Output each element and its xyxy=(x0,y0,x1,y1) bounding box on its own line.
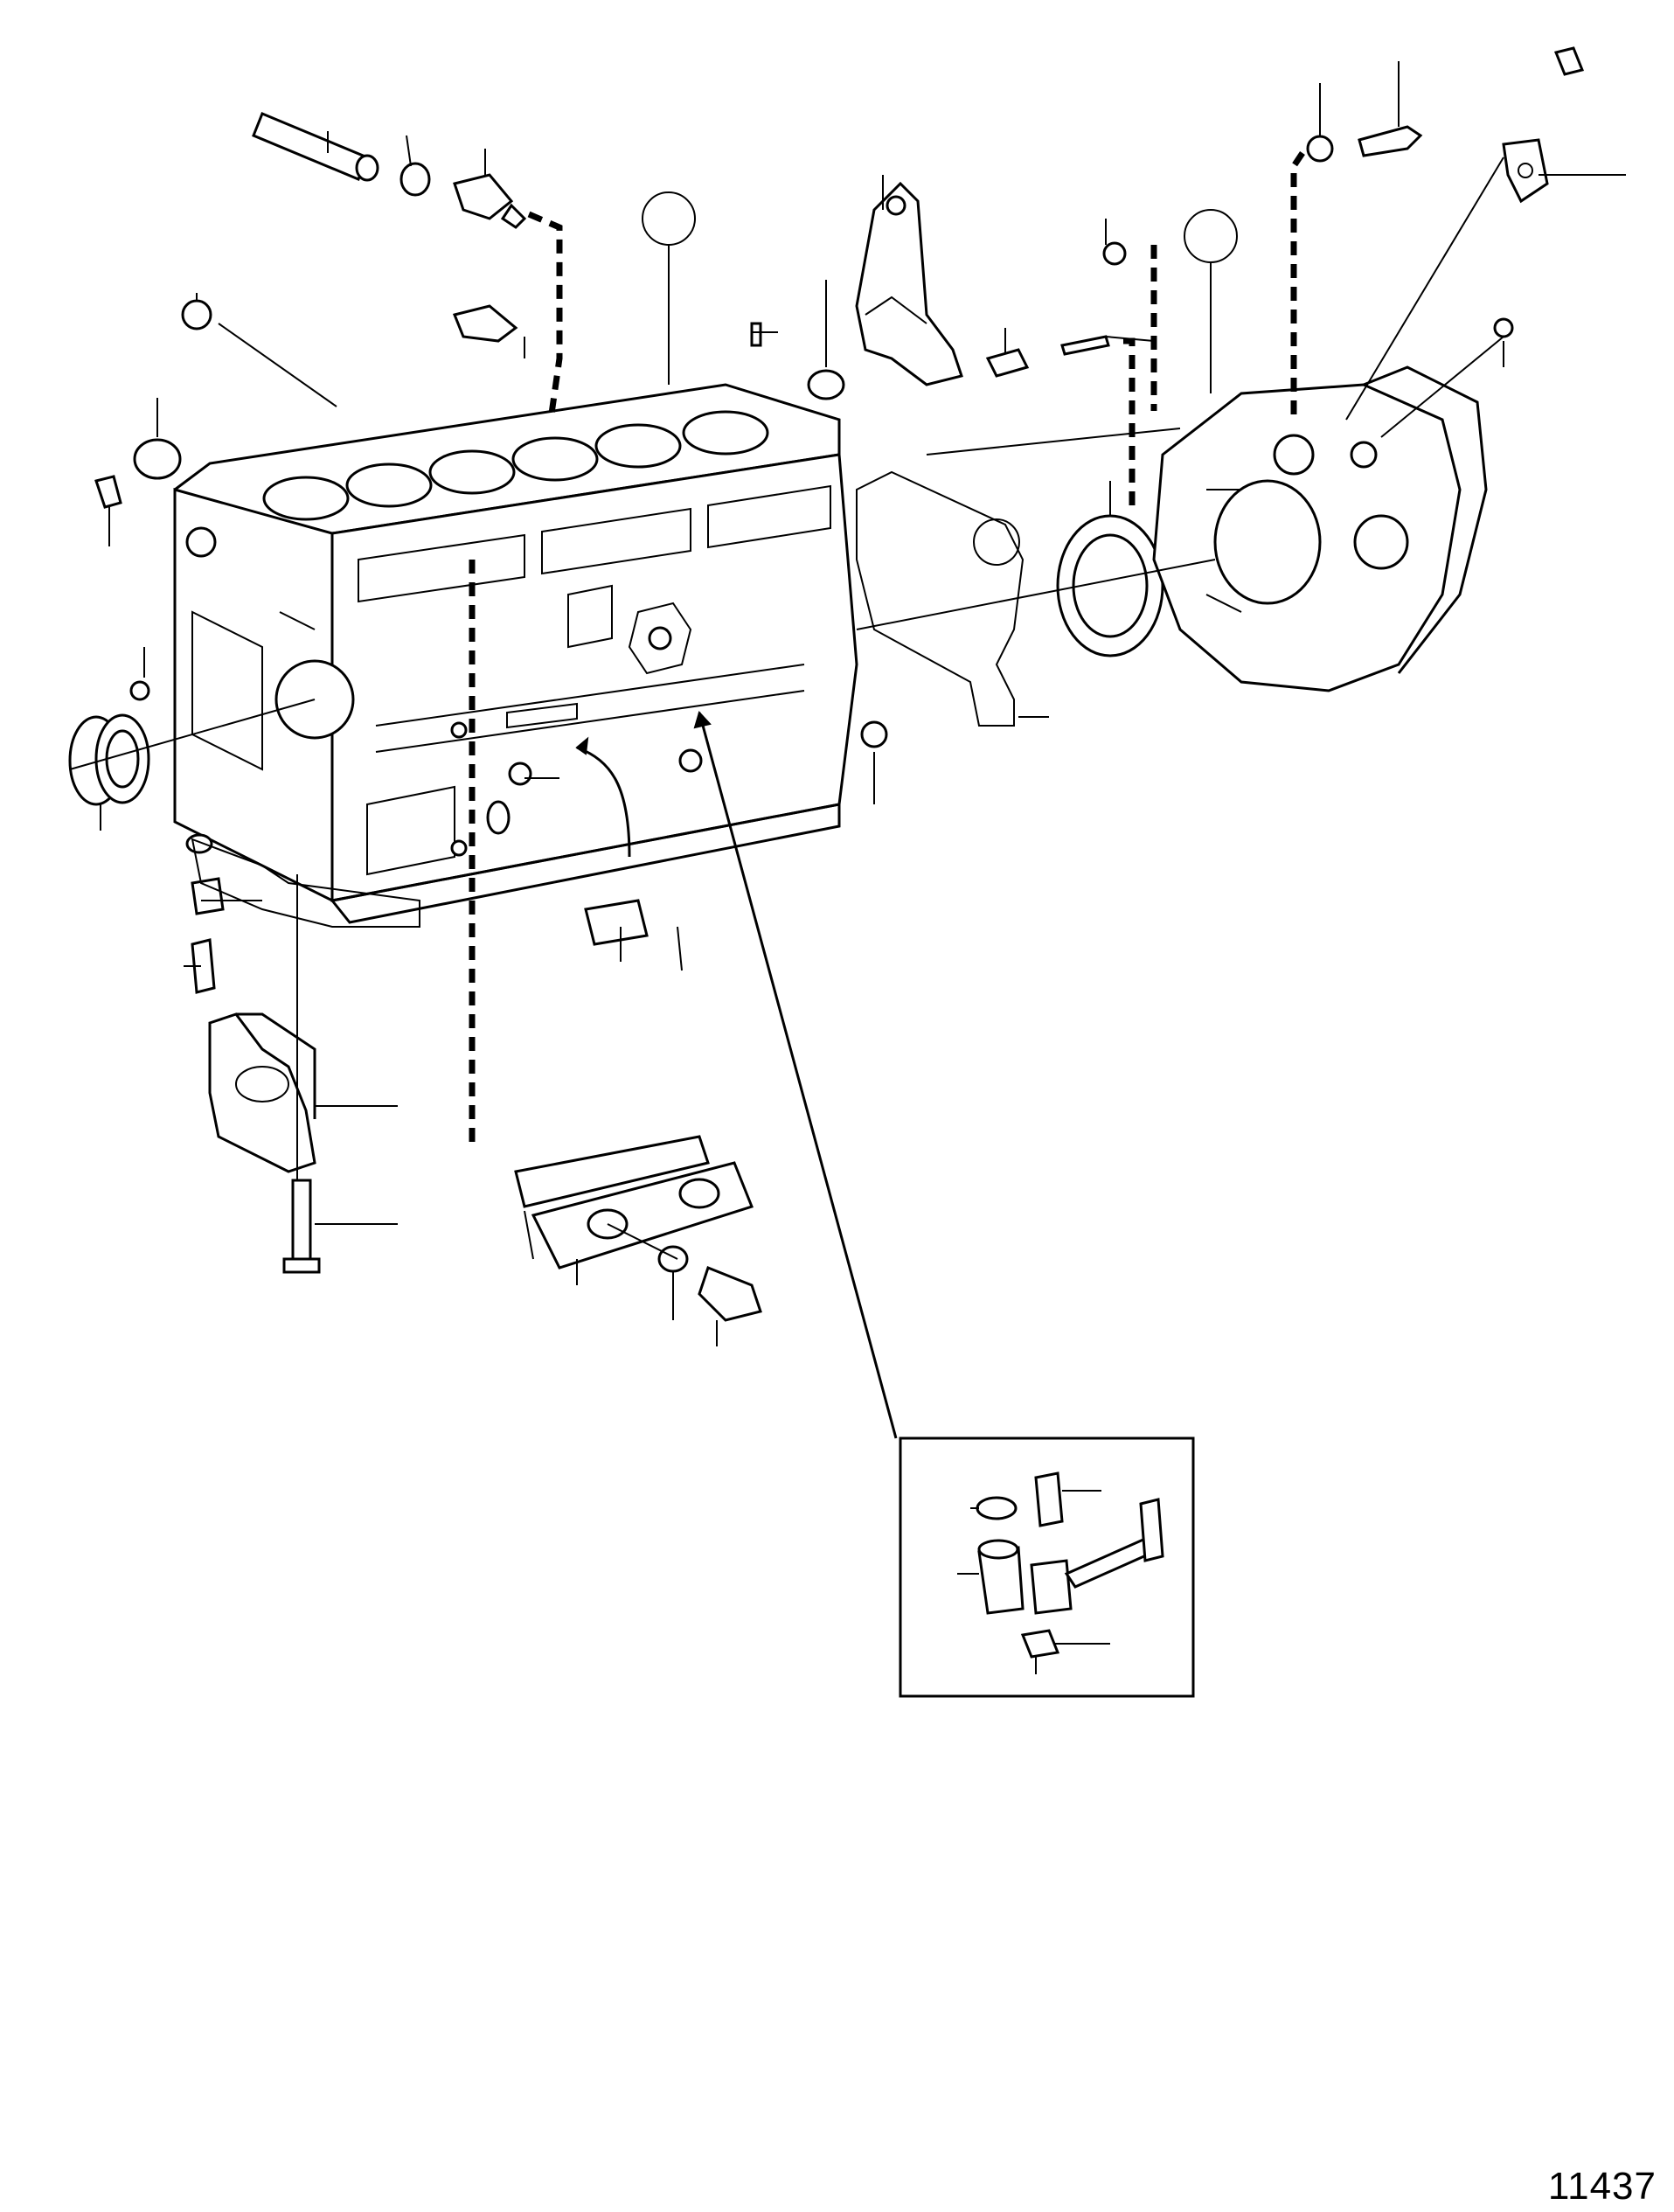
hose-pipe xyxy=(252,112,431,197)
plate-plug xyxy=(584,899,649,946)
bolt-left xyxy=(191,938,216,994)
seal-ring xyxy=(1056,514,1164,657)
nut-top xyxy=(1102,241,1127,266)
stud-left xyxy=(94,475,122,509)
screw-right xyxy=(1553,46,1585,76)
engine-mount-bracket xyxy=(855,181,963,386)
nut-left xyxy=(129,680,150,701)
front-seal xyxy=(68,713,150,806)
dowel-pin-top xyxy=(750,322,762,347)
plug-right xyxy=(860,720,888,748)
oil-pan-plate xyxy=(191,838,420,928)
nut-far-right xyxy=(1493,317,1514,338)
connector-fitting-top xyxy=(453,173,527,229)
assembly-dashes xyxy=(469,151,1305,1145)
cover-plate-right xyxy=(1502,138,1549,204)
cylinder-block xyxy=(173,383,858,924)
cylinder-bores xyxy=(262,410,769,521)
side-cover-plate xyxy=(514,1135,754,1269)
expansion-plug-left xyxy=(133,438,182,480)
figure-number: 11437 xyxy=(1547,2165,1657,2208)
expansion-plug-top xyxy=(807,369,845,400)
leader-lines xyxy=(69,61,1626,1674)
main-bearing-cap xyxy=(208,1012,316,1173)
connector-fitting-lower xyxy=(452,304,518,343)
detail-inset xyxy=(899,1436,1195,1698)
bolt-right xyxy=(1358,125,1423,157)
callout-circles xyxy=(642,191,1238,263)
flywheel-housing xyxy=(1152,365,1488,692)
washer-right xyxy=(1306,135,1334,163)
bushing-left xyxy=(185,833,225,915)
gasket-plate xyxy=(856,470,1025,727)
bolt-bracket xyxy=(985,348,1030,378)
plug-left xyxy=(181,299,212,330)
main-bearing-bolt xyxy=(282,1179,321,1274)
dowel-pin-right xyxy=(1060,335,1110,356)
